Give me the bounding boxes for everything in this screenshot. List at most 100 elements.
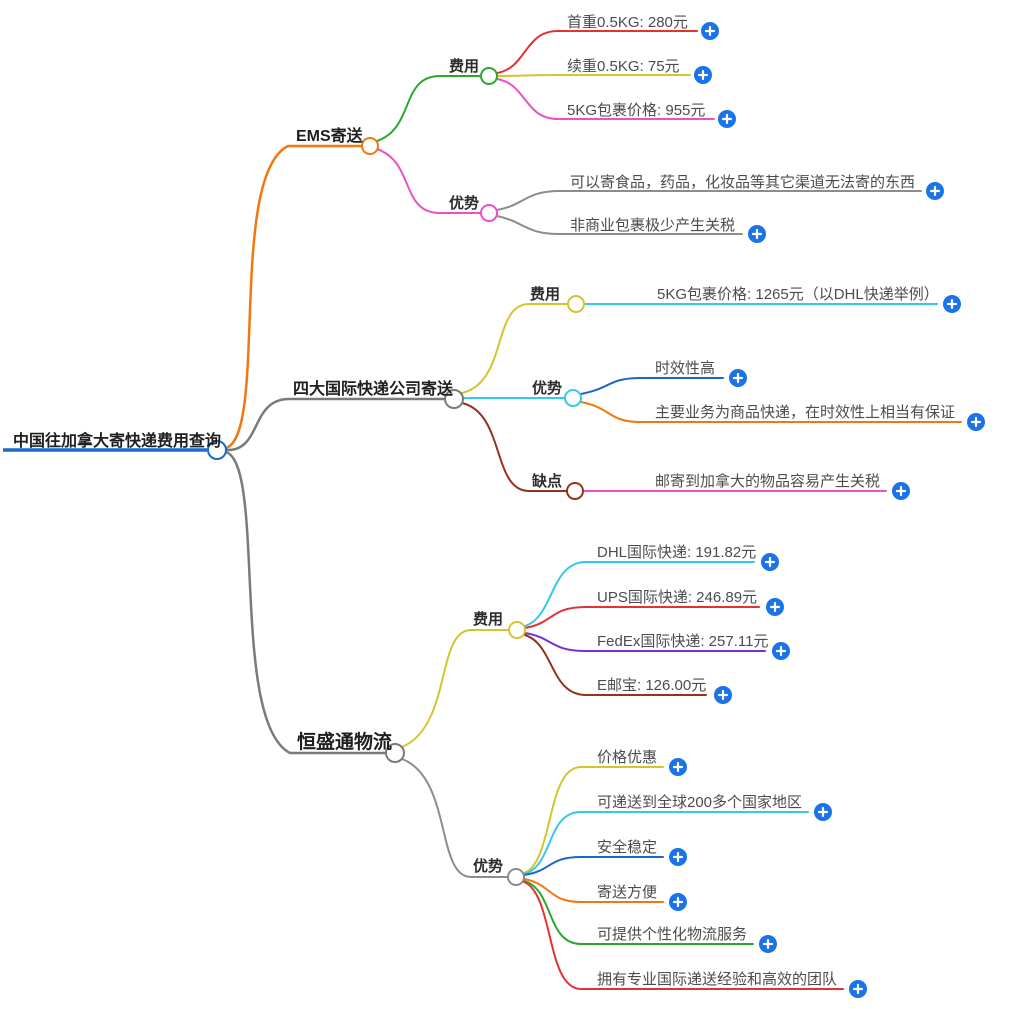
node-handle-four-con[interactable] xyxy=(566,482,584,500)
leaf-label-four-adv-1[interactable]: 主要业务为商品快递，在时效性上相当有保证 xyxy=(655,404,955,421)
plus-icon xyxy=(751,228,763,240)
connector-ems-adv-leaf-1 xyxy=(496,215,743,235)
connector-hst-adv-leaf-0 xyxy=(523,766,664,874)
node-handle-root[interactable] xyxy=(207,440,227,460)
node-label-hst-fee[interactable]: 费用 xyxy=(473,610,503,628)
connector-four-adv-leaf-1 xyxy=(580,401,962,423)
add-button-hst-fee-3[interactable] xyxy=(714,686,732,704)
add-button-ems-fee-2[interactable] xyxy=(718,110,736,128)
plus-icon xyxy=(775,645,787,657)
plus-icon xyxy=(697,69,709,81)
branch-label-four-couriers[interactable]: 四大国际快递公司寄送 xyxy=(293,379,454,398)
node-label-four-fee[interactable]: 费用 xyxy=(530,285,560,303)
add-button-hst-adv-2[interactable] xyxy=(669,848,687,866)
add-button-hst-fee-2[interactable] xyxy=(772,642,790,660)
node-label-ems-fee[interactable]: 费用 xyxy=(449,57,479,75)
plus-icon xyxy=(769,601,781,613)
plus-icon xyxy=(895,485,907,497)
connector-four-adv-leaf-0 xyxy=(580,377,724,395)
node-handle-hst-adv[interactable] xyxy=(507,868,525,886)
leaf-label-ems-adv-0[interactable]: 可以寄食品，药品，化妆品等其它渠道无法寄的东西 xyxy=(570,173,915,191)
connector-ems-adv-leaf-0 xyxy=(496,190,922,211)
add-button-hst-adv-0[interactable] xyxy=(669,758,687,776)
leaf-label-ems-fee-1[interactable]: 续重0.5KG: 75元 xyxy=(567,58,680,75)
node-handle-four-fee[interactable] xyxy=(567,295,585,313)
node-label-ems-adv[interactable]: 优势 xyxy=(449,194,479,212)
connector-ems-adv xyxy=(376,148,482,214)
connector-hst-fee-leaf-1 xyxy=(524,606,760,629)
leaf-label-four-adv-0[interactable]: 时效性高 xyxy=(655,360,715,377)
node-label-four-adv[interactable]: 优势 xyxy=(532,379,562,397)
leaf-label-hst-adv-0[interactable]: 价格优惠 xyxy=(597,749,657,766)
node-handle-ems-fee[interactable] xyxy=(480,67,498,85)
plus-icon xyxy=(672,896,684,908)
connector-hst-adv-leaf-5 xyxy=(523,881,844,990)
add-button-hst-fee-1[interactable] xyxy=(766,598,784,616)
leaf-label-ems-fee-2[interactable]: 5KG包裹价格: 955元 xyxy=(567,102,705,119)
node-handle-ems[interactable] xyxy=(361,137,379,155)
plus-icon xyxy=(721,113,733,125)
connector-ems-fee-leaf-1 xyxy=(496,74,691,77)
leaf-label-hst-adv-3[interactable]: 寄送方便 xyxy=(597,883,657,901)
plus-icon xyxy=(672,761,684,773)
add-button-hst-fee-0[interactable] xyxy=(761,553,779,571)
leaf-label-hst-adv-4[interactable]: 可提供个性化物流服务 xyxy=(597,926,747,943)
add-button-hst-adv-1[interactable] xyxy=(814,803,832,821)
node-label-hst-adv[interactable]: 优势 xyxy=(473,857,503,875)
add-button-hst-adv-4[interactable] xyxy=(759,935,777,953)
connector-hst-adv xyxy=(401,758,509,878)
plus-icon xyxy=(704,25,716,37)
leaf-label-hst-fee-0[interactable]: DHL国际快递: 191.82元 xyxy=(597,544,756,561)
plus-icon xyxy=(946,298,958,310)
add-button-ems-adv-1[interactable] xyxy=(748,225,766,243)
leaf-label-hst-fee-2[interactable]: FedEx国际快递: 257.11元 xyxy=(597,633,768,650)
branch-label-hengshengtong[interactable]: 恒盛通物流 xyxy=(297,730,392,753)
leaf-label-hst-adv-1[interactable]: 可递送到全球200多个国家地区 xyxy=(597,793,802,811)
plus-icon xyxy=(762,938,774,950)
leaf-label-ems-fee-0[interactable]: 首重0.5KG: 280元 xyxy=(567,14,688,31)
leaf-label-four-con-0[interactable]: 邮寄到加拿大的物品容易产生关税 xyxy=(655,472,880,490)
connector-ems-fee-leaf-0 xyxy=(496,30,698,74)
plus-icon xyxy=(970,416,982,428)
connector-hst-adv-leaf-1 xyxy=(523,811,809,875)
connector-hst-adv-leaf-2 xyxy=(523,856,664,876)
node-label-four-con[interactable]: 缺点 xyxy=(531,472,562,490)
node-handle-hst-fee[interactable] xyxy=(508,621,526,639)
node-handle-ems-adv[interactable] xyxy=(480,204,498,222)
node-handle-four-adv[interactable] xyxy=(564,389,582,407)
connector-hst-adv-leaf-4 xyxy=(523,880,754,945)
plus-icon xyxy=(672,851,684,863)
connector-four-fee xyxy=(461,303,569,394)
connector-hst-fee-leaf-0 xyxy=(524,561,755,627)
leaf-label-ems-adv-1[interactable]: 非商业包裹极少产生关税 xyxy=(570,217,735,234)
connector-root-hengshengtong xyxy=(224,450,389,755)
connector-four-con xyxy=(461,402,568,492)
add-button-four-adv-1[interactable] xyxy=(967,413,985,431)
node-handle-hengshengtong[interactable] xyxy=(385,743,405,763)
add-button-four-adv-0[interactable] xyxy=(729,369,747,387)
add-button-hst-adv-5[interactable] xyxy=(849,980,867,998)
connector-hst-fee-leaf-2 xyxy=(524,632,766,652)
leaf-label-hst-adv-2[interactable]: 安全稳定 xyxy=(597,838,657,856)
add-button-ems-fee-0[interactable] xyxy=(701,22,719,40)
leaf-label-hst-fee-1[interactable]: UPS国际快递: 246.89元 xyxy=(597,589,757,606)
plus-icon xyxy=(732,372,744,384)
connector-root-four-couriers xyxy=(224,397,447,452)
leaf-label-four-fee-0[interactable]: 5KG包裹价格: 1265元（以DHL快递举例） xyxy=(657,286,939,303)
add-button-four-fee-0[interactable] xyxy=(943,295,961,313)
leaf-label-hst-adv-5[interactable]: 拥有专业国际递送经验和高效的团队 xyxy=(597,971,837,988)
add-button-four-con-0[interactable] xyxy=(892,482,910,500)
root-label[interactable]: 中国往加拿大寄快递费用查询 xyxy=(13,431,221,450)
connector-hst-fee xyxy=(401,629,510,748)
add-button-ems-adv-0[interactable] xyxy=(926,182,944,200)
add-button-ems-fee-1[interactable] xyxy=(694,66,712,84)
leaf-label-hst-fee-3[interactable]: E邮宝: 126.00元 xyxy=(597,677,706,694)
connector-hst-adv-leaf-3 xyxy=(523,878,664,903)
connector-root-ems xyxy=(224,144,364,450)
branch-label-ems[interactable]: EMS寄送 xyxy=(296,126,364,145)
plus-icon xyxy=(764,556,776,568)
add-button-hst-adv-3[interactable] xyxy=(669,893,687,911)
node-handle-four-couriers[interactable] xyxy=(444,389,464,409)
connector-ems-fee-leaf-2 xyxy=(496,78,715,120)
